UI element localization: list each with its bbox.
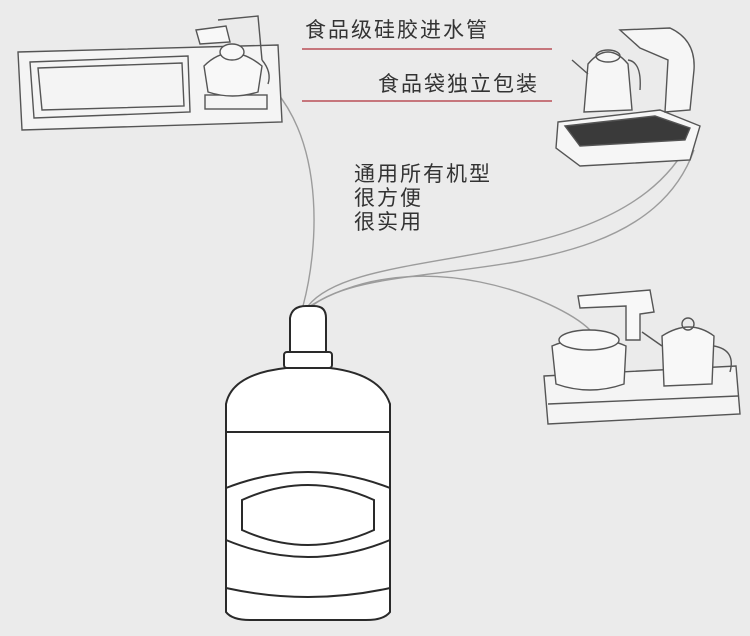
feature-universal: 通用所有机型 <box>354 162 492 186</box>
label-independent-packaging: 食品袋独立包装 <box>378 72 539 96</box>
hose-lines <box>274 89 695 331</box>
label-silicone-tube: 食品级硅胶进水管 <box>305 18 489 42</box>
dual-kettle-stove-icon <box>543 289 741 425</box>
hose-to-dual-stove <box>309 275 591 331</box>
feature-convenient: 很方便 <box>354 186 423 210</box>
water-bottle-icon <box>225 305 391 621</box>
tea-tray-kettle-icon <box>17 15 283 131</box>
auto-kettle-icon <box>555 27 701 167</box>
hose-to-tea-tray <box>274 89 315 307</box>
feature-list: 通用所有机型 很方便 很实用 <box>354 162 492 234</box>
feature-practical: 很实用 <box>354 210 423 234</box>
hose-to-auto-kettle <box>307 139 691 307</box>
